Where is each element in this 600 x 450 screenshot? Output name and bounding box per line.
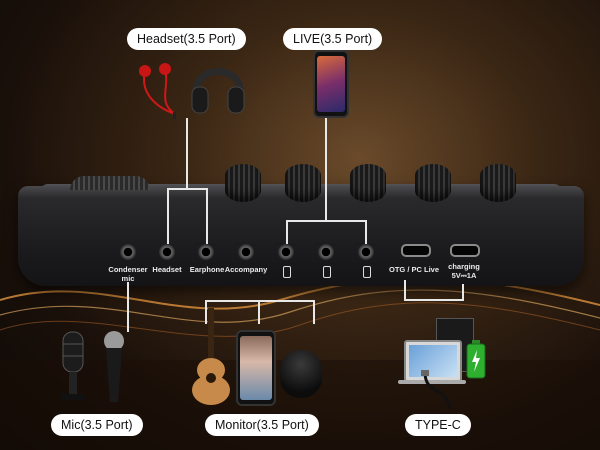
label-condenser-mic: Condenser mic [104,265,152,283]
jack-live-3[interactable] [358,244,374,260]
headphones-icon [191,68,245,114]
monitor-phone-icon [236,330,276,406]
label-condenser-line2: mic [121,274,135,283]
battery-icon [466,340,486,379]
callout-mic: Mic(3.5 Port) [51,414,143,436]
label-charging-line2: 5V⎓1A [451,271,477,280]
jack-accompany[interactable] [238,244,254,260]
guitar-icon [192,308,230,405]
earbuds-icon [139,63,176,119]
usb-cable-icon [421,370,452,409]
usbc-charging-port[interactable] [450,244,480,257]
line-live-left [286,220,288,244]
jack-condenser-mic[interactable] [120,244,136,260]
callout-live: LIVE(3.5 Port) [283,28,383,50]
phone-icon-1 [283,266,291,278]
callout-typec: TYPE-C [405,414,471,436]
laptop-base [398,380,466,384]
label-otg: OTG / PC Live [388,265,439,274]
line-typec-horizontal [404,299,464,301]
knob-3[interactable] [350,164,386,202]
line-headset-right [206,188,208,244]
line-headset-left [167,188,169,244]
callout-monitor: Monitor(3.5 Port) [205,414,319,436]
usbc-otg-port[interactable] [401,244,431,257]
label-charging: charging 5V⎓1A [444,262,484,280]
line-typec-right [462,284,464,300]
line-live-vertical [325,115,327,220]
microphone-icon [104,331,124,402]
speaker-icon [280,350,322,398]
smartphone-icon [313,50,349,118]
line-monitor-horizontal [205,300,315,302]
phone-icon-3 [363,266,371,278]
knob-5[interactable] [480,164,516,202]
condenser-microphone-icon [61,331,85,400]
jack-earphone[interactable] [198,244,214,260]
jack-live-2[interactable] [318,244,334,260]
knob-2[interactable] [285,164,321,202]
line-headset-horizontal [167,188,207,190]
laptop-icon [404,340,462,382]
line-monitor-left [205,300,207,324]
sound-card-mixer [18,186,584,286]
phone-screen [317,56,345,112]
knob-large[interactable] [70,176,150,190]
line-monitor-mid [258,300,260,324]
jack-headset[interactable] [159,244,175,260]
laptop-screen [409,345,457,377]
line-live-horizontal [286,220,366,222]
label-earphone: Earphone [189,265,225,274]
line-monitor-right [313,300,315,324]
phone-icon-2 [323,266,331,278]
jack-live-1[interactable] [278,244,294,260]
callout-headset: Headset(3.5 Port) [127,28,246,50]
monitor-phone-screen [240,336,272,400]
label-accompany: Accompany [224,265,268,274]
knob-4[interactable] [415,164,451,202]
label-charging-line1: charging [448,262,480,271]
line-mic [127,282,129,332]
label-headset: Headset [152,265,182,274]
line-headset-vertical [186,118,188,188]
line-typec-left [404,280,406,300]
label-condenser-line1: Condenser [108,265,148,274]
line-live-right [365,220,367,244]
knob-1[interactable] [225,164,261,202]
